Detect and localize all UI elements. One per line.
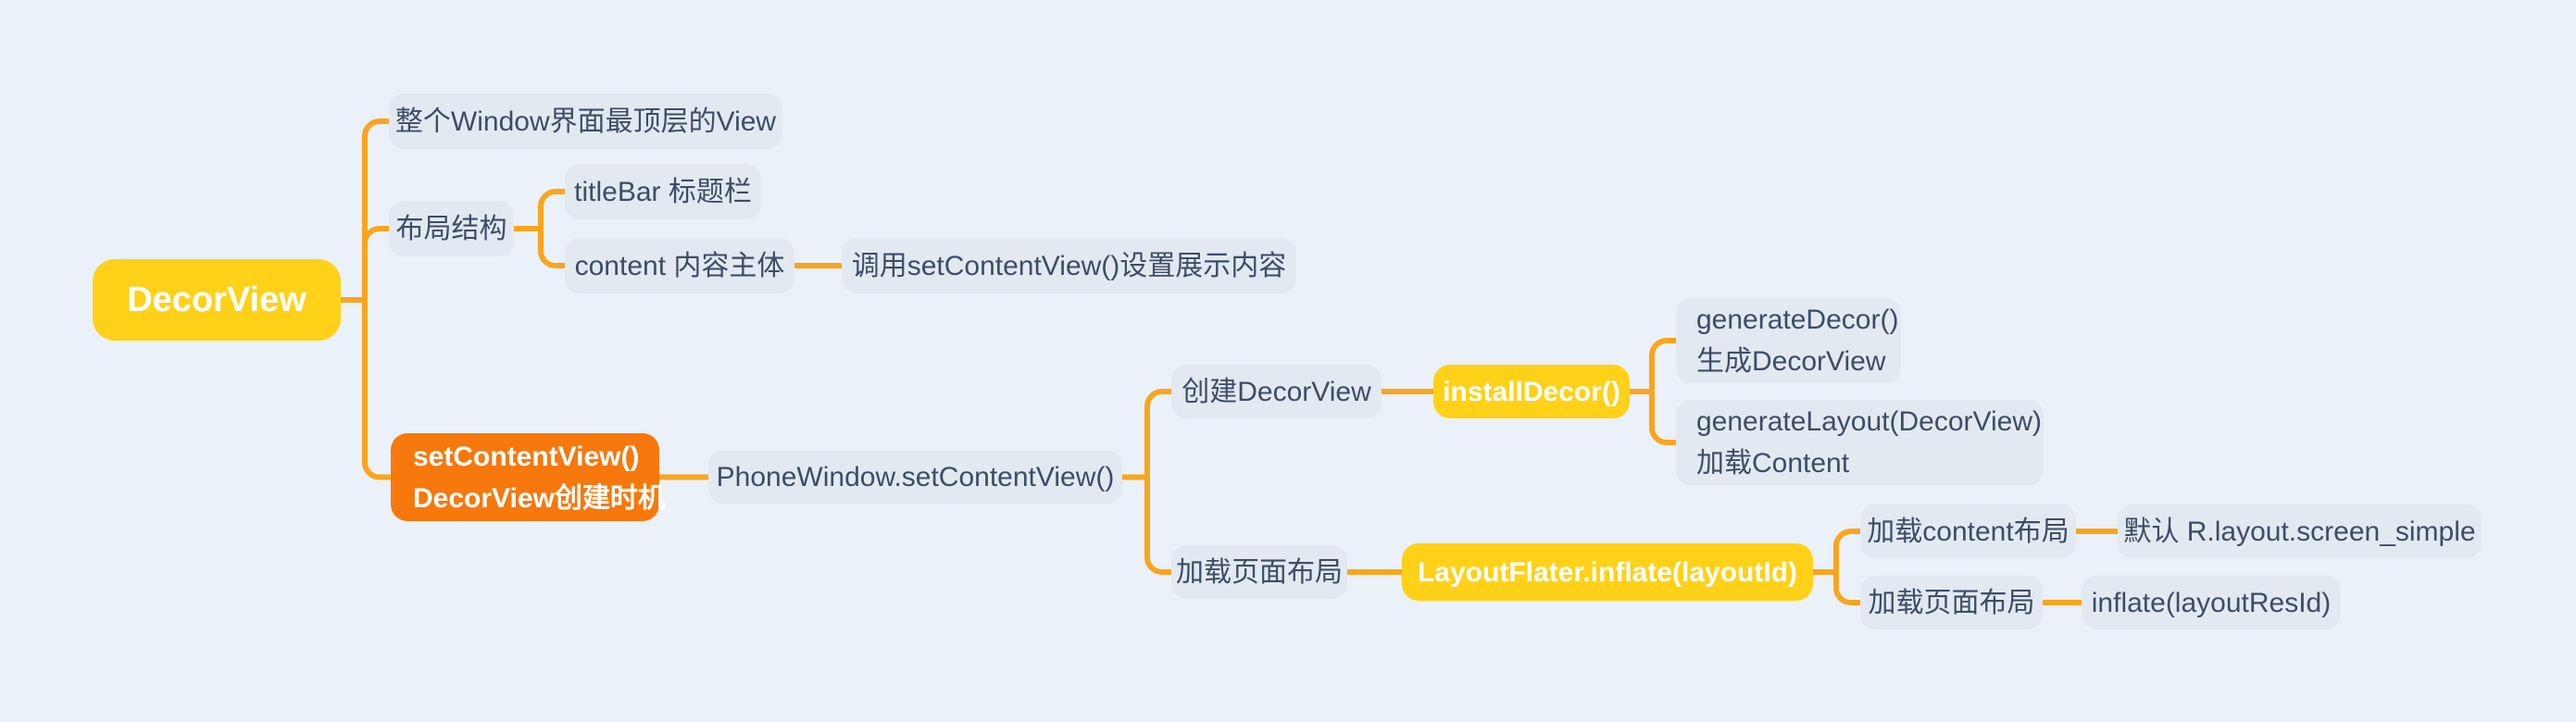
node-label: 加载Content: [1696, 448, 1850, 479]
node-label: PhoneWindow.setContentView(): [716, 462, 1115, 492]
mindmap-node-content[interactable]: content 内容主体: [565, 238, 794, 293]
connector-edge: [362, 297, 394, 480]
connector-edge: [1144, 474, 1174, 575]
node-label: 默认 R.layout.screen_simple: [2123, 516, 2476, 547]
connector-edge: [1649, 389, 1679, 445]
node-label: generateLayout(DecorView): [1696, 406, 2042, 437]
connector-edge: [538, 226, 568, 268]
mindmap-node-titlebar[interactable]: titleBar 标题栏: [565, 164, 761, 219]
mindmap-node-generate-layout[interactable]: generateLayout(DecorView) 加载Content: [1676, 400, 2044, 485]
node-label: 调用setContentView()设置展示内容: [851, 250, 1287, 281]
connector-edge: [362, 226, 392, 303]
mindmap-node-phone-window[interactable]: PhoneWindow.setContentView(): [708, 451, 1122, 504]
mindmap-node-inflate-res[interactable]: inflate(layoutResId): [2082, 576, 2341, 629]
mindmap-node-call-setcontent[interactable]: 调用setContentView()设置展示内容: [842, 238, 1296, 293]
connector-edge: [1833, 529, 1863, 575]
node-label: DecorView创建时机: [413, 482, 666, 514]
mindmap-node-install-decor[interactable]: installDecor(): [1433, 365, 1630, 418]
mindmap-node-default-layout[interactable]: 默认 R.layout.screen_simple: [2118, 504, 2482, 558]
node-label: 加载页面布局: [1176, 556, 1343, 588]
node-label: 创建DecorView: [1182, 376, 1371, 407]
mindmap-node-layout-struct[interactable]: 布局结构: [389, 201, 514, 256]
node-label: setContentView(): [413, 441, 640, 472]
connector-edge: [362, 118, 392, 303]
mindmap-node-load-content-layout[interactable]: 加载content布局: [1860, 504, 2076, 558]
mindmap-node-load-page-layout1[interactable]: 加载页面布局: [1171, 545, 1347, 599]
mindmap-node-create-decor[interactable]: 创建DecorView: [1171, 365, 1382, 418]
connector-edge: [1649, 338, 1679, 394]
node-label: 整个Window界面最顶层的View: [394, 106, 777, 137]
node-label: content 内容主体: [574, 250, 785, 281]
node-label: inflate(layoutResId): [2091, 587, 2332, 618]
node-label: titleBar 标题栏: [574, 176, 752, 207]
mindmap-node-generate-decor[interactable]: generateDecor() 生成DecorView: [1676, 298, 1901, 383]
mindmap-node-set-content-view[interactable]: setContentView() DecorView创建时机: [391, 433, 666, 521]
node-label: LayoutFlater.inflate(layoutId): [1417, 556, 1798, 588]
mindmap-node-load-page-layout2[interactable]: 加载页面布局: [1860, 576, 2043, 629]
connector-edge: [538, 189, 568, 231]
connector-edge: [1833, 569, 1863, 605]
node-label: DecorView: [127, 280, 306, 319]
mindmap-node-layout-inflater[interactable]: LayoutFlater.inflate(layoutId): [1402, 543, 1813, 601]
connector-edge: [1144, 389, 1174, 480]
node-label: installDecor(): [1443, 376, 1620, 407]
mindmap-node-root[interactable]: DecorView: [93, 259, 341, 341]
node-label: 加载content布局: [1867, 516, 2070, 547]
mindmap-node-top-view[interactable]: 整个Window界面最顶层的View: [389, 93, 782, 149]
node-label: 生成DecorView: [1696, 346, 1886, 377]
node-label: 布局结构: [395, 213, 507, 244]
node-label: 加载页面布局: [1868, 587, 2035, 618]
node-label: generateDecor(): [1696, 305, 1899, 335]
